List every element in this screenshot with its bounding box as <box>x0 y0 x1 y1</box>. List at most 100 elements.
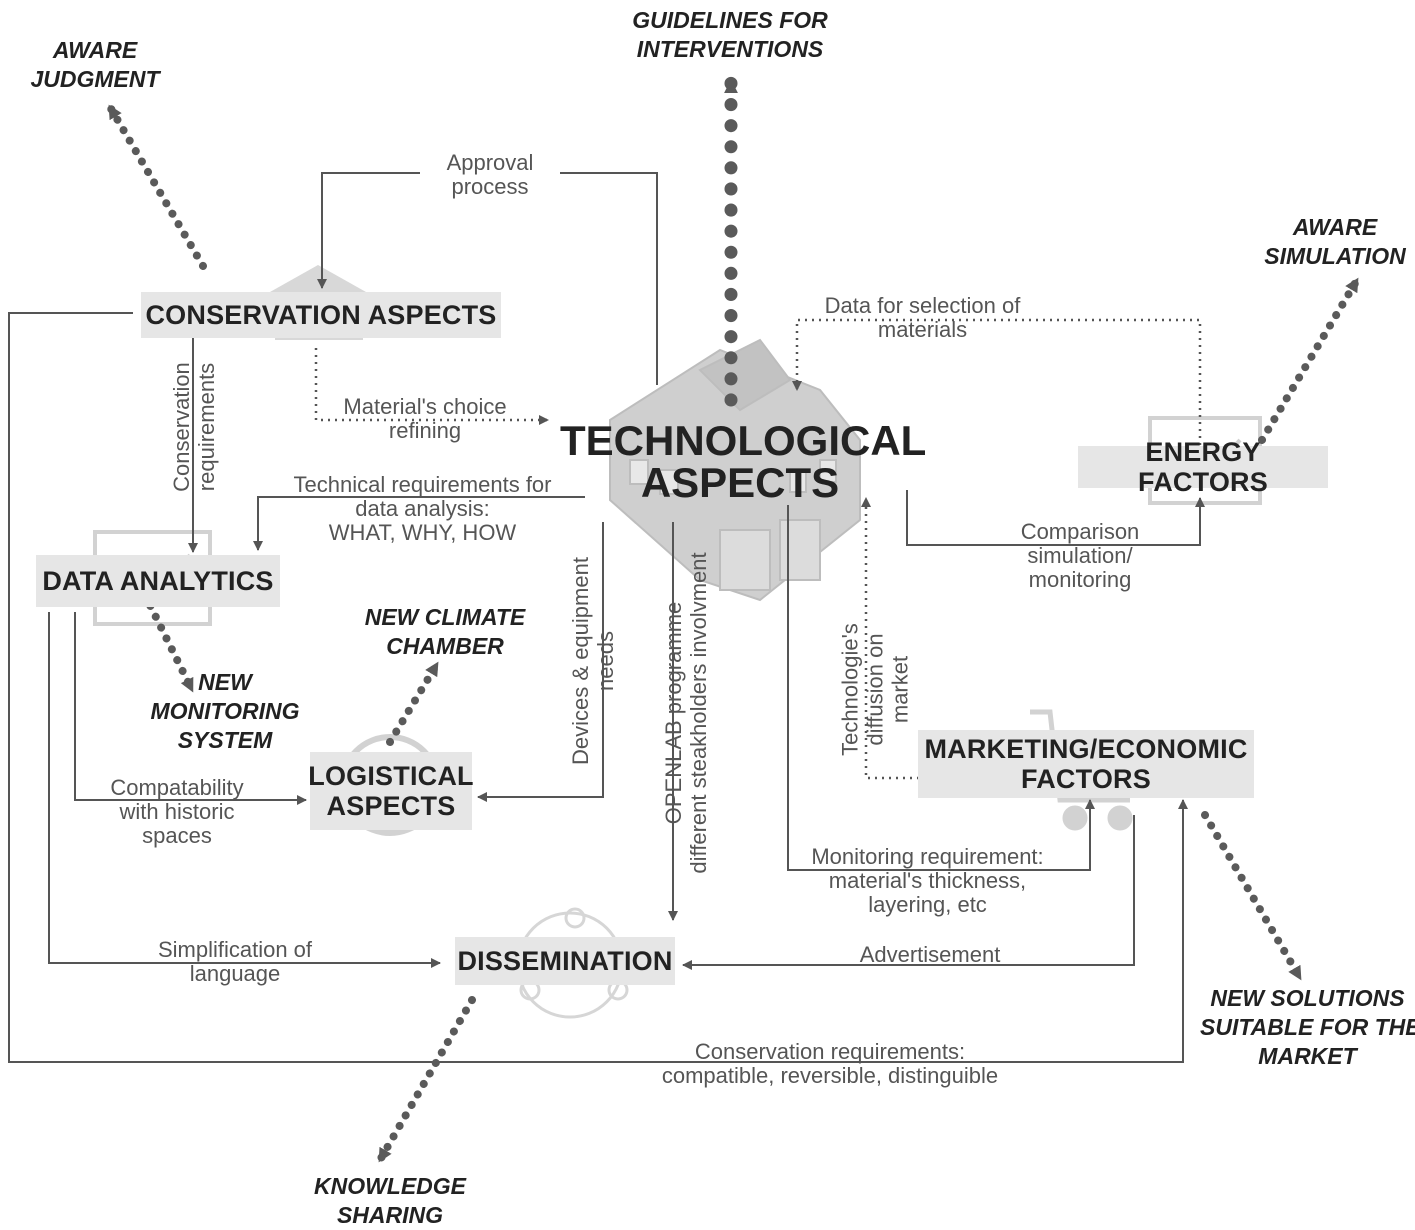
diffusion-line-3: market <box>887 655 913 724</box>
arrow-devices <box>477 522 604 802</box>
compat-line-2: with historic <box>119 799 235 824</box>
cons-req2-line-2: compatible, reversible, distinguible <box>661 1063 999 1088</box>
conservation-requirements-label: Conservation requirements <box>169 332 219 522</box>
compatibility-label: Compatability with historic spaces <box>88 776 266 848</box>
materials-choice-label: Material's choice refining <box>325 395 525 443</box>
openlab-line-2: different steakholders involvment <box>686 552 711 874</box>
diffusion-line-2: diffusion on <box>862 633 888 746</box>
dissemination-label: DISSEMINATION <box>457 946 673 976</box>
guidelines-line-2: INTERVENTIONS <box>636 36 824 62</box>
devices-line-1: Devices & equipment <box>568 557 593 765</box>
aware-judgment-line-2: JUDGMENT <box>30 66 160 92</box>
comparison-line-2: simulation/ <box>1027 543 1133 568</box>
new-climate-outcome: NEW CLIMATE CHAMBER <box>355 603 535 661</box>
data-analytics-box: DATA ANALYTICS <box>36 555 280 607</box>
new-monitoring-line-1: NEW <box>198 669 252 695</box>
logistical-aspects-label-2: ASPECTS <box>326 791 456 821</box>
energy-factors-box: ENERGY FACTORS <box>1078 437 1328 497</box>
new-solutions-line-1: NEW SOLUTIONS <box>1210 985 1405 1011</box>
arrow-diffusion <box>861 497 940 780</box>
marketing-economic-label-2: FACTORS <box>1021 764 1151 794</box>
conservation-aspects-box: CONSERVATION ASPECTS <box>141 292 501 338</box>
aware-judgment-outcome: AWARE JUDGMENT <box>20 36 170 94</box>
new-monitoring-outcome: NEW MONITORING SYSTEM <box>140 668 310 755</box>
technical-req-line-3: WHAT, WHY, HOW <box>328 520 517 545</box>
arrow-materials-choice <box>314 348 549 425</box>
logistical-aspects-label-1: LOGISTICAL <box>308 761 474 791</box>
monitoring-requirement-label: Monitoring requirement: material's thick… <box>790 845 1065 917</box>
cons-req-line-2: requirements <box>194 362 219 492</box>
aware-judgment-line-1: AWARE <box>52 37 138 63</box>
arrow-technical-requirements <box>253 496 585 551</box>
monitoring-req-line-2: material's thickness, <box>828 868 1027 893</box>
materials-choice-line-1: Material's choice <box>343 394 507 419</box>
arrow-advertisement <box>682 815 1135 970</box>
dotted-arrow-new-monitoring <box>141 591 196 694</box>
technical-req-line-2: data analysis: <box>355 496 490 521</box>
new-climate-line-1: NEW CLIMATE <box>364 604 526 630</box>
knowledge-line-1: KNOWLEDGE <box>313 1173 467 1199</box>
comparison-line-1: Comparison <box>1020 519 1140 544</box>
technical-requirements-label: Technical requirements for data analysis… <box>265 473 580 545</box>
dotted-arrow-aware-judgment <box>106 103 207 270</box>
logistical-aspects-box: LOGISTICAL ASPECTS <box>308 752 474 830</box>
devices-equipment-label: Devices & equipment needs <box>568 546 618 776</box>
new-climate-line-2: CHAMBER <box>386 633 504 659</box>
dissemination-box: DISSEMINATION <box>455 937 675 985</box>
aware-simulation-line-1: AWARE <box>1292 214 1378 240</box>
monitoring-req-line-1: Monitoring requirement: <box>811 844 1044 869</box>
diffusion-label: Technologie's diffusion on market <box>838 615 913 765</box>
comparison-line-3: monitoring <box>1028 567 1132 592</box>
dotted-arrow-knowledge <box>376 996 476 1164</box>
marketing-economic-label-1: MARKETING/ECONOMIC <box>924 734 1248 764</box>
knowledge-sharing-outcome: KNOWLEDGE SHARING <box>305 1172 475 1230</box>
comparison-label: Comparison simulation/ monitoring <box>985 520 1175 592</box>
dotted-arrow-new-climate <box>386 660 441 746</box>
approval-line-1: Approval <box>446 150 534 175</box>
data-selection-line-2: materials <box>877 317 968 342</box>
cons-req2-line-1: Conservation requirements: <box>694 1039 966 1064</box>
guidelines-outcome: GUIDELINES FOR INTERVENTIONS <box>600 6 860 64</box>
guidelines-line-1: GUIDELINES FOR <box>632 7 828 33</box>
technological-aspects-line-2: ASPECTS <box>640 459 840 506</box>
monitoring-req-line-3: layering, etc <box>868 892 987 917</box>
openlab-label: OPENLAB programme different steakholders… <box>661 533 711 893</box>
new-monitoring-line-3: SYSTEM <box>177 727 273 753</box>
cons-req-line-1: Conservation <box>169 362 194 492</box>
energy-factors-label: ENERGY FACTORS <box>1138 437 1268 497</box>
knowledge-line-2: SHARING <box>336 1202 444 1228</box>
simplification-line-1: Simplification of <box>157 937 313 962</box>
new-solutions-outcome: NEW SOLUTIONS SUITABLE FOR THE MARKET <box>1200 984 1415 1071</box>
simplification-line-2: language <box>189 961 281 986</box>
new-solutions-line-2: SUITABLE FOR THE <box>1200 1014 1415 1040</box>
devices-line-2: needs <box>593 631 618 691</box>
simplification-label: Simplification of language <box>140 938 330 986</box>
arrow-compatibility <box>74 612 307 805</box>
dotted-arrow-aware-simulation <box>1258 276 1361 444</box>
arrow-conservation-requirements-loop <box>8 312 1188 1063</box>
compat-line-1: Compatability <box>110 775 244 800</box>
marketing-economic-box: MARKETING/ECONOMIC FACTORS <box>918 730 1254 798</box>
data-selection-line-1: Data for selection of <box>824 293 1021 318</box>
aware-simulation-outcome: AWARE SIMULATION <box>1250 213 1415 271</box>
approval-process-label: Approval process <box>420 151 560 199</box>
arrow-comparison <box>906 490 1205 546</box>
new-monitoring-line-2: MONITORING <box>150 698 300 724</box>
advertisement-label: Advertisement <box>859 942 1001 967</box>
arrow-simplification <box>48 612 441 968</box>
technological-aspects-title: TECHNOLOGICAL ASPECTS <box>560 417 927 506</box>
materials-choice-line-2: refining <box>388 418 462 443</box>
dotted-arrow-new-solutions <box>1201 811 1304 982</box>
openlab-line-1: OPENLAB programme <box>661 601 686 825</box>
technological-aspects-line-1: TECHNOLOGICAL <box>560 417 927 464</box>
aware-simulation-line-2: SIMULATION <box>1264 243 1406 269</box>
conservation-aspects-label: CONSERVATION ASPECTS <box>145 300 497 330</box>
arrow-monitoring-requirement <box>787 505 1095 871</box>
conservation-requirements-bottom-label: Conservation requirements: compatible, r… <box>630 1040 1030 1088</box>
technical-req-line-1: Technical requirements for <box>293 472 552 497</box>
arrow-approval <box>317 172 658 385</box>
new-solutions-line-3: MARKET <box>1258 1043 1357 1069</box>
approval-line-2: process <box>451 174 529 199</box>
diffusion-line-1: Technologie's <box>837 623 863 756</box>
